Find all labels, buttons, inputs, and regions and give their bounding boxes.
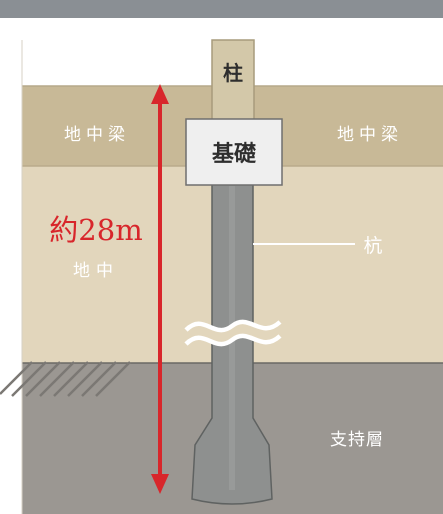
ground-beam-label-right: 地中梁 <box>337 125 403 145</box>
column <box>211 39 255 127</box>
depth-label: 約28m <box>49 213 142 247</box>
bearing-layer-label: 支持層 <box>330 430 384 450</box>
underground-label: 地中 <box>73 261 119 281</box>
ground-beam-label-left: 地中梁 <box>64 125 130 145</box>
foundation-block <box>185 118 283 186</box>
foundation-label: 基礎 <box>212 141 257 167</box>
column-label: 柱 <box>223 61 243 85</box>
pile-label: 杭 <box>363 235 382 257</box>
depth-arrow <box>151 84 169 494</box>
bearing-hatching <box>0 361 131 397</box>
top-band <box>0 0 443 18</box>
top-gap <box>0 18 443 40</box>
pile-break-symbol <box>184 319 282 347</box>
left-margin <box>0 40 22 514</box>
